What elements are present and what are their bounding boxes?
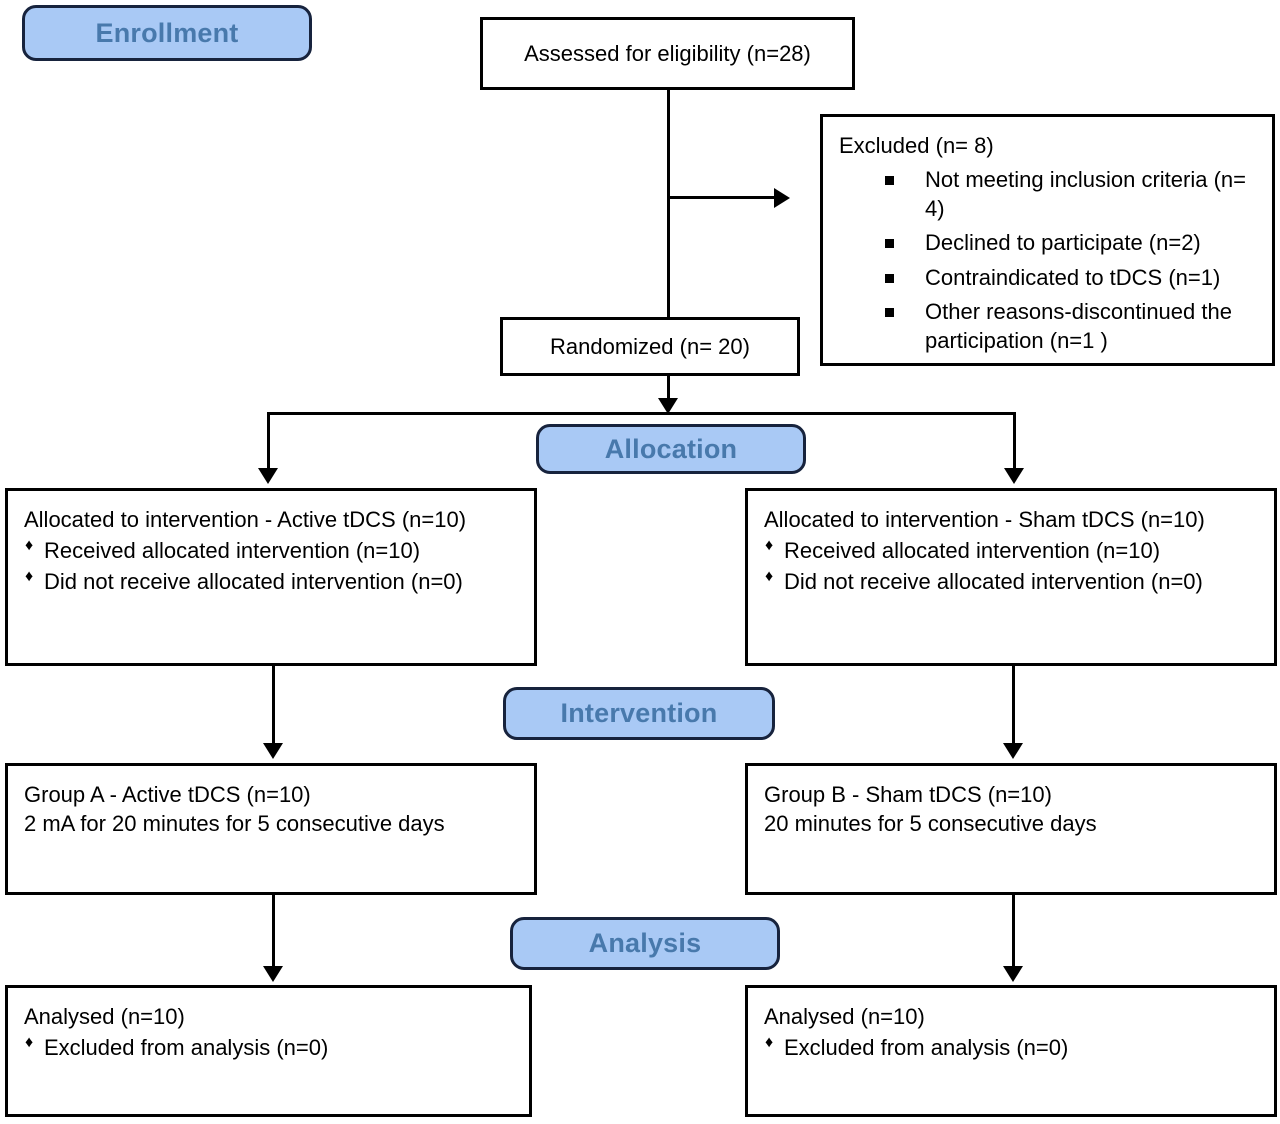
list-item: Other reasons-discontinued the participa… <box>885 298 1256 355</box>
stage-badge-analysis-label: Analysis <box>588 928 702 958</box>
intervention-right-detail: 20 minutes for 5 consecutive days <box>764 811 1097 837</box>
allocation-left-title: Allocated to intervention - Active tDCS … <box>24 507 467 532</box>
list-item: Did not receive allocated intervention (… <box>24 566 518 596</box>
connector-assessed-to-randomized <box>667 90 670 317</box>
stage-badge-enrollment: Enrollment <box>22 5 312 61</box>
stage-badge-allocation-label: Allocation <box>604 433 738 464</box>
connector-allocation-split-bar <box>267 412 1016 415</box>
analysis-right-title: Analysed (n=10) <box>764 1004 925 1029</box>
box-excluded: Excluded (n= 8) Not meeting inclusion cr… <box>820 114 1275 366</box>
randomized-title: Randomized (n= 20) <box>550 333 750 359</box>
excluded-title: Excluded (n= 8) <box>839 133 994 158</box>
arrowhead-right-intervention-icon <box>1003 743 1023 759</box>
connector-right-intervention-to-analysis <box>1012 895 1015 977</box>
intervention-left-title: Group A - Active tDCS (n=10) <box>24 782 311 807</box>
box-assessed-for-eligibility: Assessed for eligibility (n=28) <box>480 17 855 90</box>
box-allocation-left: Allocated to intervention - Active tDCS … <box>5 488 537 666</box>
list-item: Not meeting inclusion criteria (n= 4) <box>885 166 1256 223</box>
box-analysis-left: Analysed (n=10) Excluded from analysis (… <box>5 985 532 1117</box>
connector-left-allocation-to-intervention <box>272 666 275 748</box>
box-allocation-right: Allocated to intervention - Sham tDCS (n… <box>745 488 1277 666</box>
list-item: Contraindicated to tDCS (n=1) <box>885 264 1256 293</box>
analysis-left-list: Excluded from analysis (n=0) <box>24 1032 513 1062</box>
arrowhead-to-excluded-icon <box>774 188 790 208</box>
allocation-right-title: Allocated to intervention - Sham tDCS (n… <box>764 507 1205 532</box>
arrowhead-right-analysis-icon <box>1003 966 1023 982</box>
arrowhead-left-intervention-icon <box>263 743 283 759</box>
connector-assessed-to-excluded <box>667 196 777 199</box>
stage-badge-intervention: Intervention <box>503 687 775 740</box>
stage-badge-allocation: Allocation <box>536 424 806 474</box>
allocation-right-list: Received allocated intervention (n=10) D… <box>764 535 1258 596</box>
analysis-left-title: Analysed (n=10) <box>24 1004 185 1029</box>
stage-badge-enrollment-label: Enrollment <box>95 17 239 48</box>
box-intervention-right: Group B - Sham tDCS (n=10) 20 minutes fo… <box>745 763 1277 895</box>
intervention-right-title: Group B - Sham tDCS (n=10) <box>764 782 1052 807</box>
assessed-title: Assessed for eligibility (n=28) <box>524 40 811 66</box>
list-item: Received allocated intervention (n=10) <box>764 535 1258 565</box>
connector-split-to-left-allocation <box>267 412 270 474</box>
arrowhead-randomized-split-icon <box>658 398 678 414</box>
list-item: Received allocated intervention (n=10) <box>24 535 518 565</box>
connector-right-allocation-to-intervention <box>1012 666 1015 748</box>
arrowhead-left-allocation-icon <box>258 468 278 484</box>
stage-badge-intervention-label: Intervention <box>560 698 718 728</box>
intervention-left-detail: 2 mA for 20 minutes for 5 consecutive da… <box>24 811 445 837</box>
connector-left-intervention-to-analysis <box>272 895 275 977</box>
box-randomized: Randomized (n= 20) <box>500 317 800 376</box>
box-intervention-left: Group A - Active tDCS (n=10) 2 mA for 20… <box>5 763 537 895</box>
arrowhead-left-analysis-icon <box>263 966 283 982</box>
arrowhead-right-allocation-icon <box>1004 468 1024 484</box>
connector-split-to-right-allocation <box>1013 412 1016 474</box>
list-item: Declined to participate (n=2) <box>885 229 1256 258</box>
excluded-reasons-list: Not meeting inclusion criteria (n= 4) De… <box>839 166 1256 356</box>
stage-badge-analysis: Analysis <box>510 917 780 970</box>
analysis-right-list: Excluded from analysis (n=0) <box>764 1032 1258 1062</box>
connector-randomized-stem <box>667 376 670 404</box>
list-item: Excluded from analysis (n=0) <box>24 1032 513 1062</box>
list-item: Excluded from analysis (n=0) <box>764 1032 1258 1062</box>
list-item: Did not receive allocated intervention (… <box>764 566 1258 596</box>
allocation-left-list: Received allocated intervention (n=10) D… <box>24 535 518 596</box>
box-analysis-right: Analysed (n=10) Excluded from analysis (… <box>745 985 1277 1117</box>
